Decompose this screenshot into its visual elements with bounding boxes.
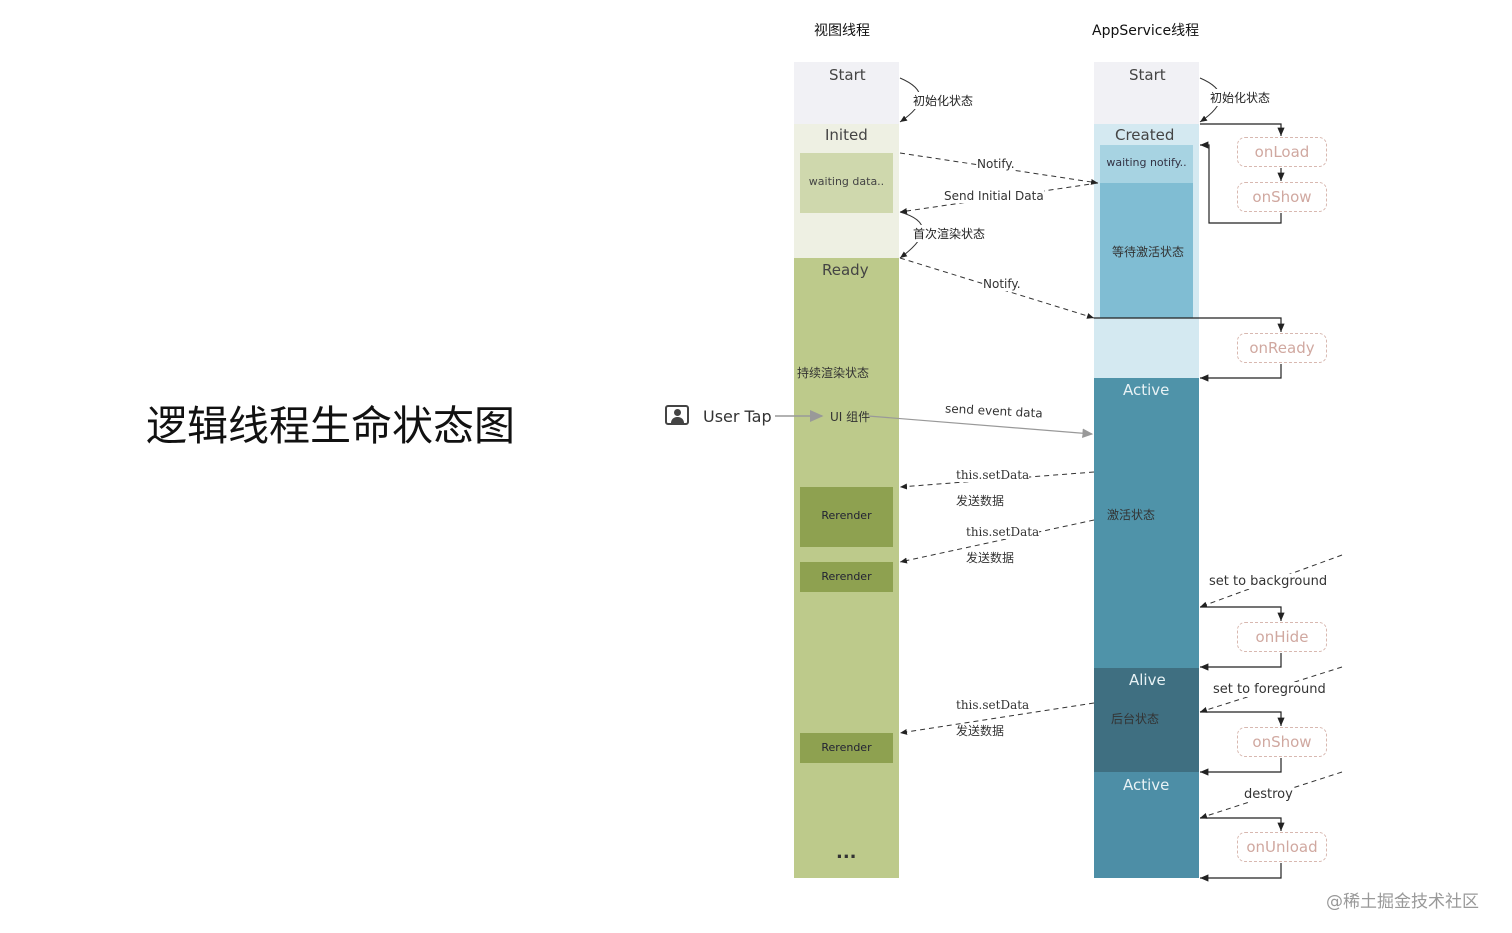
waiting-label: waiting notify.. (1106, 156, 1187, 169)
app-active-block-2: Active (1094, 772, 1199, 878)
state-label: 激活状态 (1107, 508, 1156, 522)
rerender-label: Rerender (821, 509, 872, 522)
setdata-label: this.setData (956, 698, 1030, 712)
setdata-label: this.setData (966, 525, 1040, 539)
app-start-block: Start (1094, 62, 1199, 124)
set-background-label: set to background (1209, 574, 1328, 589)
rerender-label: Rerender (821, 570, 872, 583)
wait-active-block: 等待激活状态 (1100, 183, 1193, 318)
state-label: Alive (1129, 671, 1166, 689)
user-icon (665, 405, 689, 425)
state-label: Active (1123, 381, 1170, 399)
onshow-hook: onShow (1237, 182, 1327, 212)
ellipsis: ... (836, 842, 857, 863)
send-data-label: 发送数据 (956, 724, 1005, 738)
rerender-block: Rerender (800, 733, 893, 763)
rerender-block: Rerender (800, 562, 893, 592)
watermark: @稀土掘金技术社区 (1326, 892, 1479, 912)
app-thread-header: AppService线程 (1092, 23, 1200, 39)
destroy-label: destroy (1244, 787, 1293, 802)
state-label: Inited (825, 126, 868, 144)
onshow-hook-2: onShow (1237, 727, 1327, 757)
waiting-data-block: waiting data.. (800, 153, 893, 213)
first-render-label: 首次渲染状态 (913, 225, 986, 242)
init-label-left: 初始化状态 (913, 92, 974, 109)
waiting-notify-block: waiting notify.. (1100, 145, 1193, 183)
state-label: 后台状态 (1111, 712, 1160, 726)
app-alive-block: Alive 后台状态 (1094, 668, 1199, 772)
onunload-hook: onUnload (1237, 832, 1327, 862)
state-label: Ready (822, 261, 869, 279)
user-tap-label: User Tap (703, 407, 772, 426)
app-active-block: Active 激活状态 (1094, 378, 1199, 668)
state-label: Active (1123, 776, 1170, 794)
onload-hook: onLoad (1237, 137, 1327, 167)
onready-hook: onReady (1237, 333, 1327, 363)
notify-label: Notify. (983, 277, 1021, 291)
send-data-label: 发送数据 (956, 494, 1005, 508)
onhide-hook: onHide (1237, 622, 1327, 652)
rerender-label: Rerender (821, 741, 872, 754)
send-data-label: 发送数据 (966, 551, 1015, 565)
notify-label: Notify. (977, 157, 1015, 171)
state-label: Start (829, 66, 866, 84)
waiting-label: waiting data.. (808, 175, 885, 188)
diagram-title: 逻辑线程生命状态图 (146, 402, 515, 450)
state-label: Start (1129, 66, 1166, 84)
state-label: 等待激活状态 (1112, 245, 1185, 259)
ui-component-label: UI 组件 (830, 410, 871, 424)
set-foreground-label: set to foreground (1213, 682, 1326, 697)
state-label: Created (1115, 126, 1175, 144)
setdata-label: this.setData (956, 468, 1030, 482)
view-start-block: Start (794, 62, 899, 124)
view-thread-header: 视图线程 (814, 23, 870, 39)
continuous-render-label: 持续渲染状态 (797, 366, 870, 380)
rerender-block: Rerender (800, 487, 893, 547)
init-label-right: 初始化状态 (1210, 89, 1271, 106)
send-initial-data-label: Send Initial Data (944, 189, 1044, 203)
